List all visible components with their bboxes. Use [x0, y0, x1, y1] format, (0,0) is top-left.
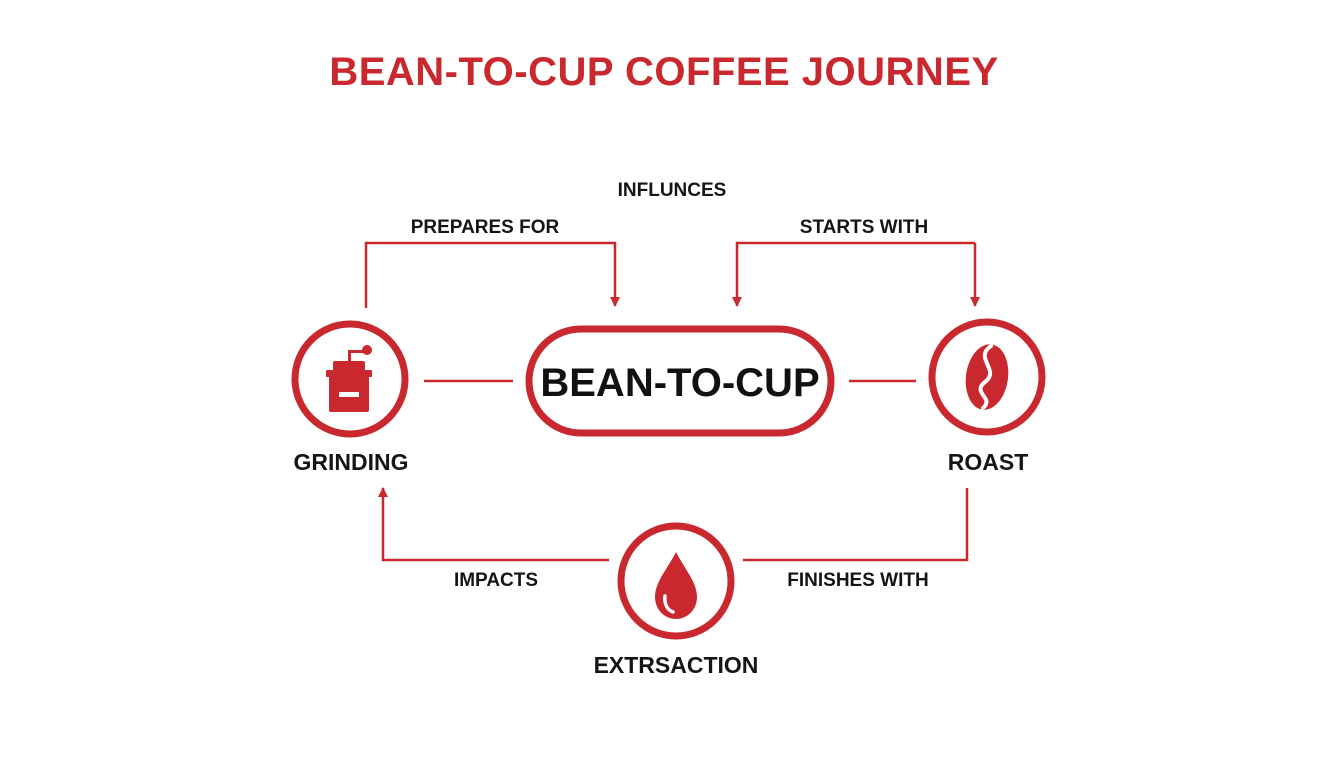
edge-label-prepares-for: PREPARES FOR: [411, 217, 560, 238]
water-drop-icon: [655, 552, 697, 619]
diagram-title: BEAN-TO-CUP COFFEE JOURNEY: [329, 50, 998, 94]
prepares-for-connector: [364, 241, 620, 308]
impacts-connector: [378, 487, 609, 562]
roast-label: ROAST: [948, 449, 1029, 475]
coffee-grinder-icon: [326, 345, 372, 412]
edge-label-finishes-with: FINISHES WITH: [787, 570, 928, 591]
grinding-label: GRINDING: [294, 449, 409, 475]
roast-node: ROAST: [928, 318, 1046, 475]
extraction-label: EXTRSACTION: [594, 652, 759, 678]
edge-label-impacts: IMPACTS: [454, 570, 538, 591]
center-node-outline: [525, 325, 835, 437]
coffee-bean-icon: [965, 344, 1009, 410]
extraction-node: EXTRSACTION: [594, 522, 759, 678]
center-node: BEAN-TO-CUP: [525, 325, 835, 437]
edge-label-starts-with: STARTS WITH: [800, 217, 928, 238]
finishes-with-connector: [743, 488, 969, 562]
center-node-label: BEAN-TO-CUP: [540, 361, 819, 405]
edge-label-influences: INFLUNCES: [618, 180, 727, 201]
starts-with-connector-center: [732, 241, 975, 307]
grinding-node: GRINDING: [291, 320, 409, 475]
